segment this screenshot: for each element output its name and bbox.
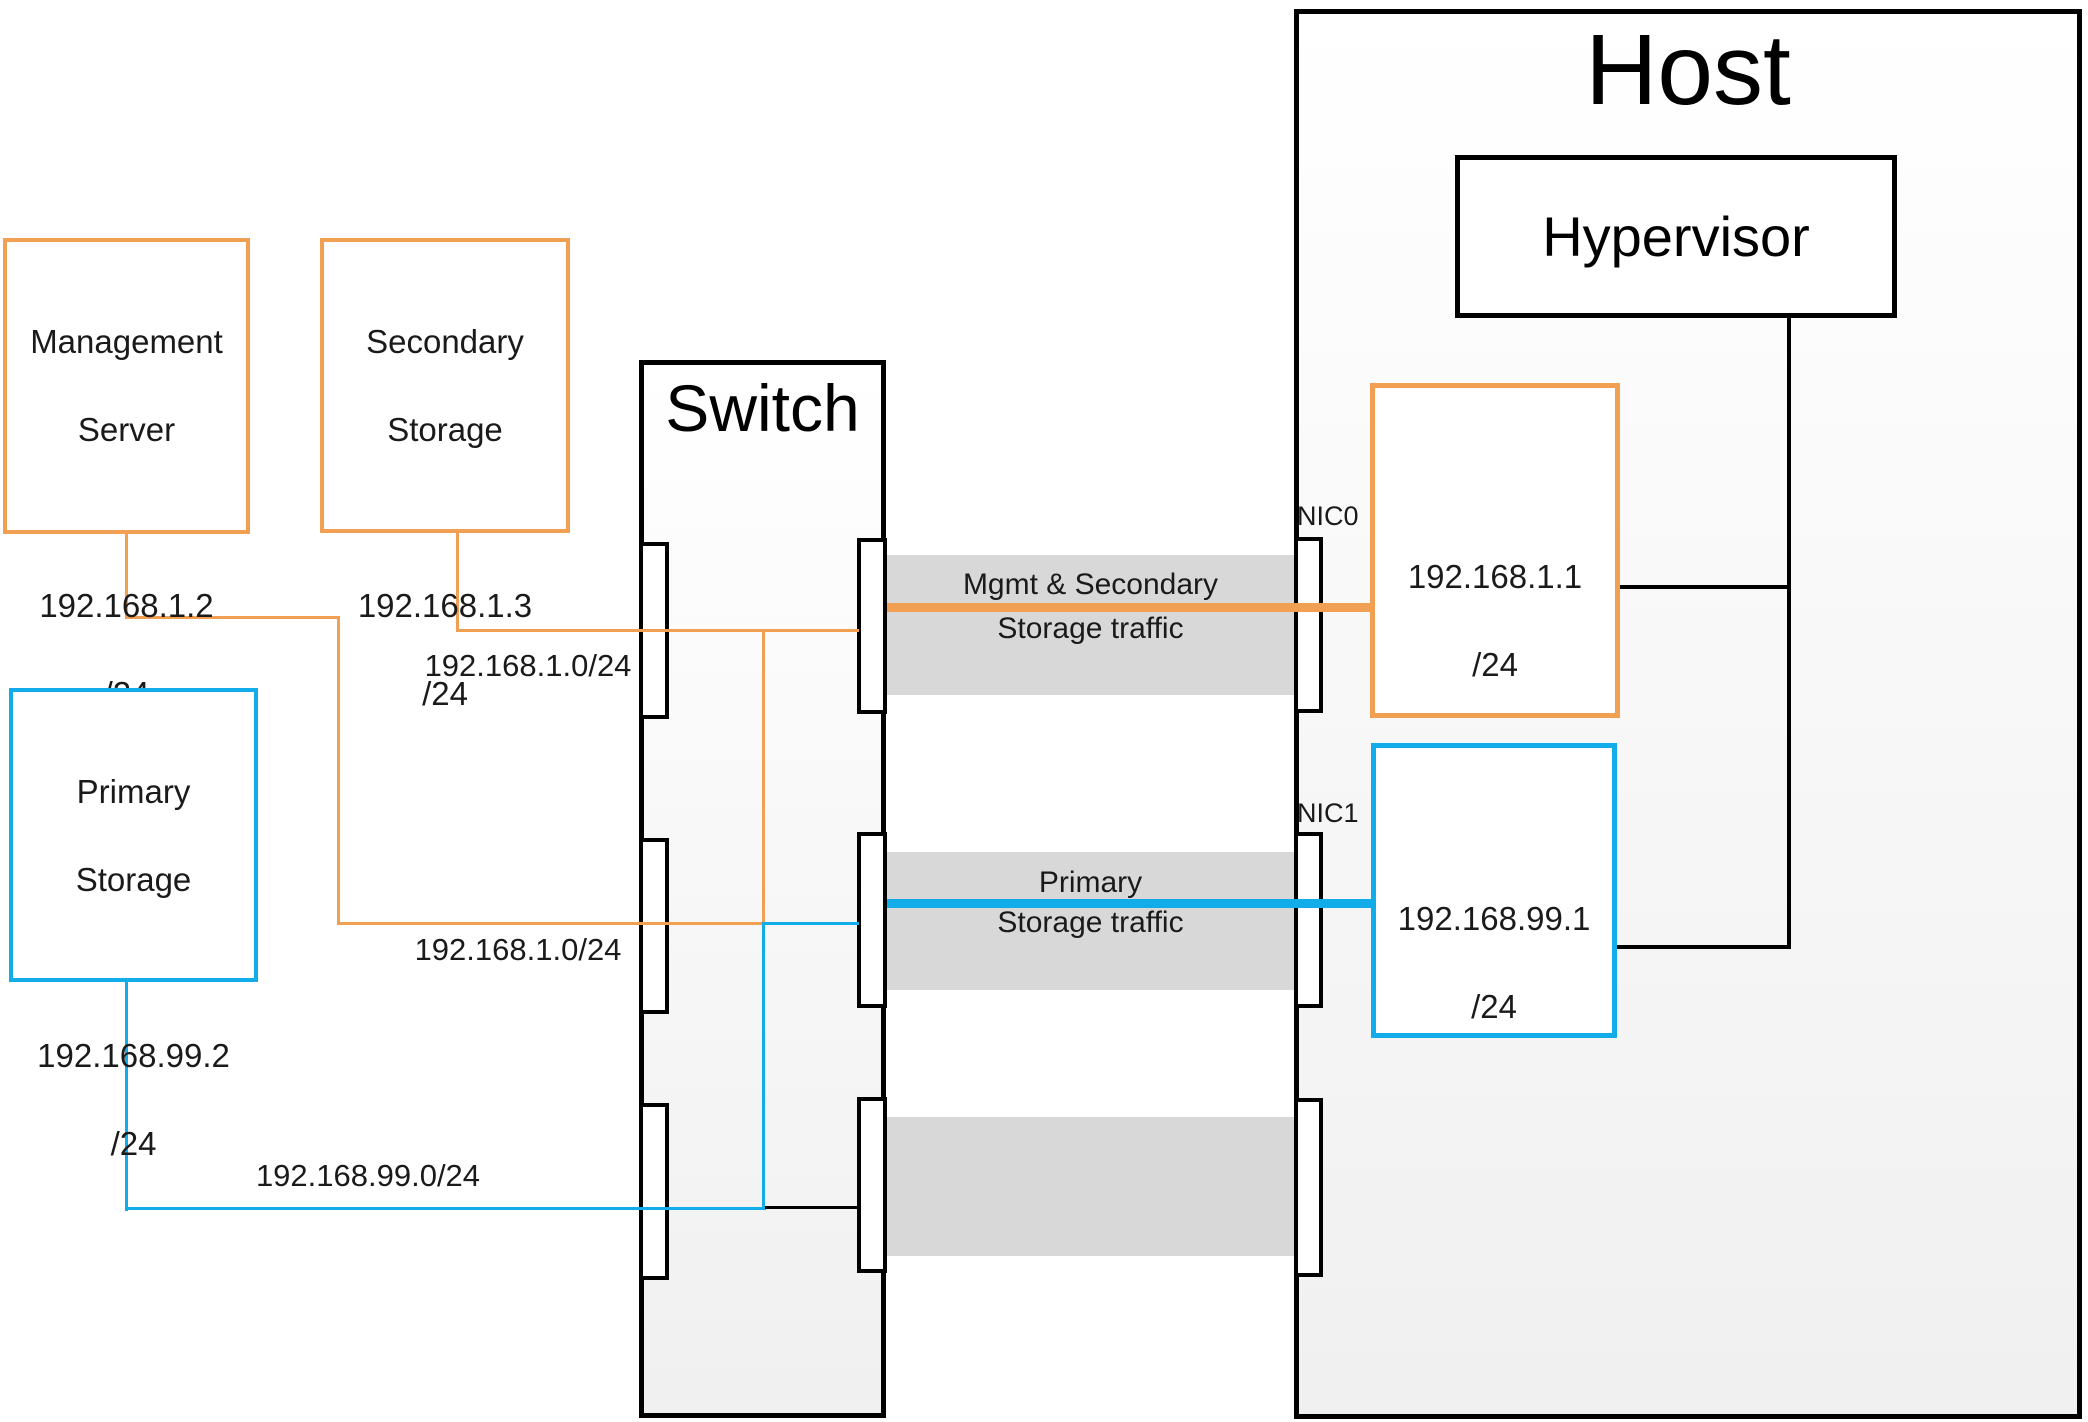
management-server-name-1: Management bbox=[30, 323, 223, 360]
mgmt-connector-v1 bbox=[125, 534, 128, 619]
blue-to-port-right-2 bbox=[762, 922, 859, 925]
secondary-storage-name-1: Secondary bbox=[366, 323, 524, 360]
host-port-unused bbox=[1294, 1098, 1323, 1277]
primary-connector-h bbox=[125, 1207, 766, 1210]
hypervisor-label: Hypervisor bbox=[1542, 205, 1810, 268]
secondary-storage-name-2: Storage bbox=[387, 411, 503, 448]
traffic-band-primary bbox=[887, 852, 1294, 990]
primary-net-label: 192.168.99.0/24 bbox=[255, 1158, 481, 1193]
mgmt-connector-v2 bbox=[337, 616, 340, 925]
switch-port-left-2 bbox=[639, 838, 669, 1014]
management-net-label: 192.168.1.0/24 bbox=[414, 932, 622, 967]
secondary-connector-h bbox=[456, 629, 859, 632]
primary-storage-name-1: Primary bbox=[76, 773, 191, 810]
nic0-label: NIC0 bbox=[1297, 501, 1359, 531]
secondary-storage-ip: 192.168.1.3 bbox=[357, 587, 533, 624]
primary-traffic-line bbox=[887, 899, 1371, 908]
traffic-band-mgmt bbox=[887, 555, 1294, 695]
mgmt-connector-h1 bbox=[125, 616, 340, 619]
secondary-storage-box: Secondary Storage 192.168.1.3 /24 bbox=[320, 238, 570, 712]
mgmt-traffic-label-1: Mgmt & Secondary bbox=[962, 568, 1219, 601]
switch-internal-blue-bus bbox=[762, 922, 765, 1210]
nic1-ip: 192.168.99.1 bbox=[1397, 900, 1591, 937]
nic1-to-hypervisor bbox=[1617, 945, 1787, 949]
management-server-ip: 192.168.1.2 bbox=[39, 587, 214, 624]
nic0-mask: /24 bbox=[1472, 646, 1518, 683]
primary-traffic-label-2: Storage traffic bbox=[997, 906, 1184, 939]
switch-port-left-3 bbox=[639, 1103, 669, 1280]
primary-connector-v bbox=[125, 982, 128, 1211]
nic1-box: 192.168.99.1 /24 bbox=[1371, 743, 1617, 1038]
nic0-box: 192.168.1.1 /24 bbox=[1370, 383, 1620, 718]
secondary-storage-mask: /24 bbox=[422, 675, 468, 712]
nic0-to-hypervisor bbox=[1620, 585, 1787, 589]
hypervisor-bus-v bbox=[1787, 318, 1791, 949]
primary-storage-ip: 192.168.99.2 bbox=[37, 1037, 230, 1074]
nic0-ip: 192.168.1.1 bbox=[1407, 558, 1583, 595]
switch-internal-orange-bus bbox=[762, 629, 765, 925]
switch-port-right-3 bbox=[857, 1097, 887, 1273]
host-port-nic0 bbox=[1294, 537, 1323, 713]
primary-storage-box: Primary Storage 192.168.99.2 /24 bbox=[9, 688, 258, 1162]
switch-port-right-1 bbox=[857, 538, 887, 714]
nic1-label: NIC1 bbox=[1297, 798, 1359, 828]
management-server-box: Management Server 192.168.1.2 /24 bbox=[3, 238, 250, 712]
mgmt-connector-h2 bbox=[337, 922, 765, 925]
secondary-net-label: 192.168.1.0/24 bbox=[424, 648, 632, 683]
primary-traffic-label-1: Primary bbox=[1038, 866, 1143, 899]
mgmt-traffic-label-2: Storage traffic bbox=[997, 612, 1184, 645]
mgmt-traffic-line bbox=[887, 603, 1370, 612]
management-server-name-2: Server bbox=[77, 411, 176, 448]
hypervisor-box: Hypervisor bbox=[1455, 155, 1897, 318]
black-to-port-right-3 bbox=[765, 1206, 859, 1209]
switch-port-right-2 bbox=[857, 832, 887, 1008]
host-port-nic1 bbox=[1294, 832, 1323, 1008]
host-title: Host bbox=[1585, 14, 1791, 126]
switch-title: Switch bbox=[665, 371, 860, 445]
nic1-mask: /24 bbox=[1471, 988, 1517, 1025]
primary-storage-mask: /24 bbox=[110, 1125, 157, 1162]
secondary-connector-v bbox=[456, 533, 459, 632]
traffic-band-unused bbox=[887, 1117, 1294, 1256]
primary-storage-name-2: Storage bbox=[75, 861, 192, 898]
